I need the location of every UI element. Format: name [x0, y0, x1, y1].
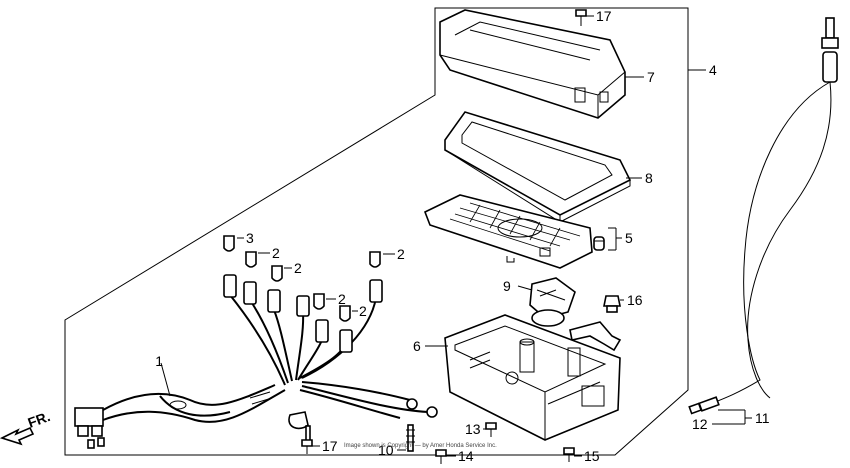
- mounting-bracket: [569, 321, 622, 352]
- direction-label: FR.: [26, 408, 53, 431]
- callout-5: 5: [625, 230, 633, 246]
- copyright-notice: Image shown is Copyright — by Amer Honda…: [344, 443, 497, 449]
- callout-14: 14: [458, 448, 474, 464]
- callout-8: 8: [645, 170, 653, 186]
- harness-clamp: [288, 411, 311, 445]
- lower-meter-case: [444, 314, 621, 441]
- callouts: 1 2 2 2 2 2 3 4 5 6 7 8 9 10 11 12 13 14…: [155, 8, 770, 464]
- callout-15: 15: [584, 448, 600, 464]
- callout-6: 6: [413, 338, 421, 354]
- meter-panel: [423, 194, 593, 269]
- callout-4: 4: [709, 62, 717, 78]
- indicator-cap: [593, 236, 605, 251]
- wire-harness: [74, 274, 438, 449]
- speedometer-cable: [688, 17, 839, 415]
- callout-1: 1: [155, 353, 163, 369]
- regulator-unit: [529, 277, 576, 327]
- callout-13: 13: [465, 421, 481, 437]
- upper-meter-case: [439, 9, 626, 119]
- callout-2: 2: [294, 260, 302, 276]
- meter-lens: [444, 111, 632, 223]
- bulbs: [223, 235, 381, 322]
- callout-2: 2: [338, 291, 346, 307]
- rubber-grommet: [603, 295, 621, 313]
- callout-2: 2: [359, 303, 367, 319]
- callout-12: 12: [692, 416, 708, 432]
- callout-17: 17: [596, 8, 612, 24]
- callout-7: 7: [647, 69, 655, 85]
- callout-2: 2: [397, 246, 405, 262]
- callout-3: 3: [246, 230, 254, 246]
- callout-17: 17: [322, 438, 338, 454]
- callout-2: 2: [272, 245, 280, 261]
- callout-11: 11: [755, 410, 770, 426]
- front-direction-arrow: FR.: [0, 408, 53, 446]
- assembly-boundary: [64, 7, 689, 456]
- callout-16: 16: [627, 292, 643, 308]
- leader-lines: [160, 15, 752, 457]
- callout-10: 10: [378, 442, 394, 458]
- callout-9: 9: [503, 278, 511, 294]
